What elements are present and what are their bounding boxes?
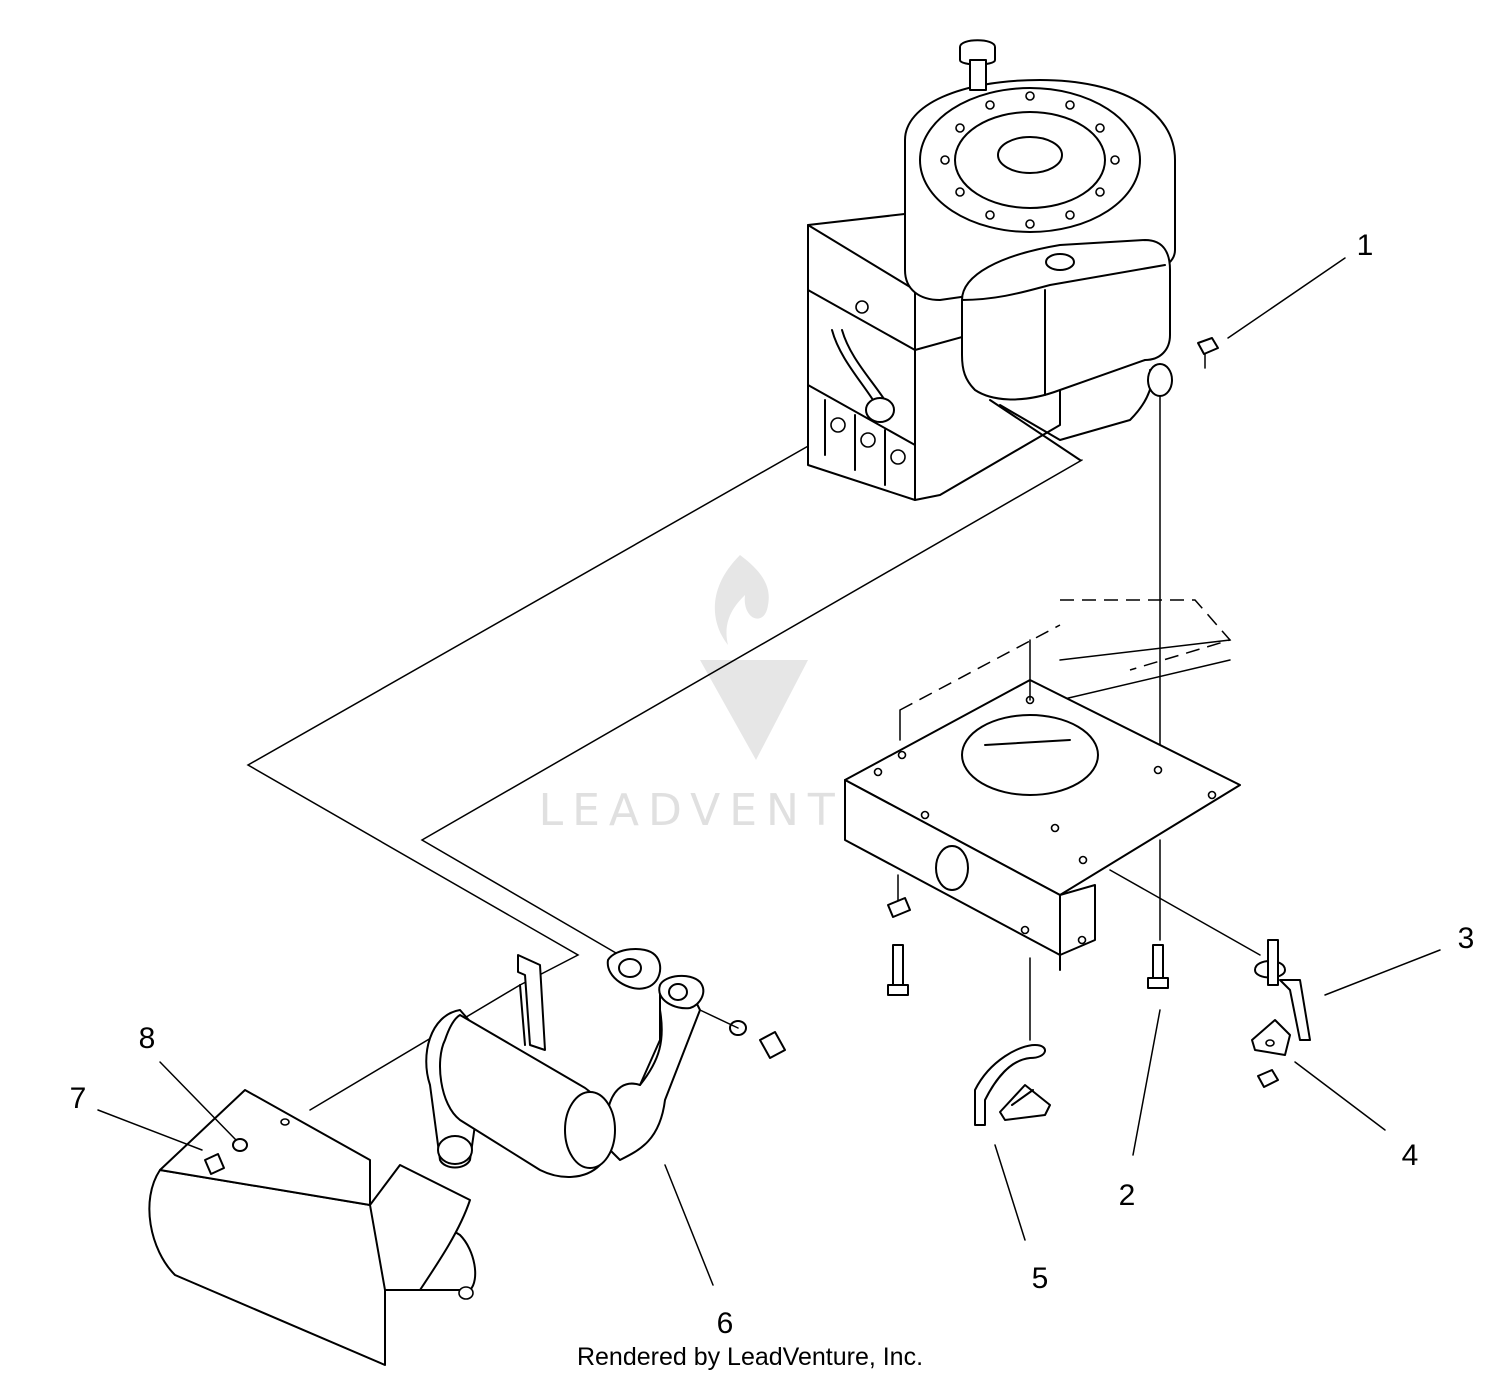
hardware [887, 337, 1311, 1126]
callout-8: 8 [139, 1022, 156, 1055]
callout-leaders [97, 257, 1441, 1286]
callout-6: 6 [717, 1307, 734, 1340]
callout-2: 2 [1119, 1179, 1136, 1212]
muffler-assembly [425, 948, 786, 1178]
engine-mount-plate [844, 599, 1241, 1041]
callout-numbers: 1 2 3 4 5 6 7 8 [70, 229, 1475, 1340]
engine [807, 39, 1176, 501]
callout-4: 4 [1402, 1139, 1419, 1172]
callout-7: 7 [70, 1082, 87, 1115]
flame-logo-icon [700, 555, 808, 760]
callout-5: 5 [1032, 1262, 1049, 1295]
heat-shield [148, 1089, 477, 1366]
render-credit: Rendered by LeadVenture, Inc. [577, 1343, 923, 1371]
callout-3: 3 [1458, 922, 1475, 955]
callout-1: 1 [1357, 229, 1374, 262]
connector-lines [246, 394, 1261, 1111]
